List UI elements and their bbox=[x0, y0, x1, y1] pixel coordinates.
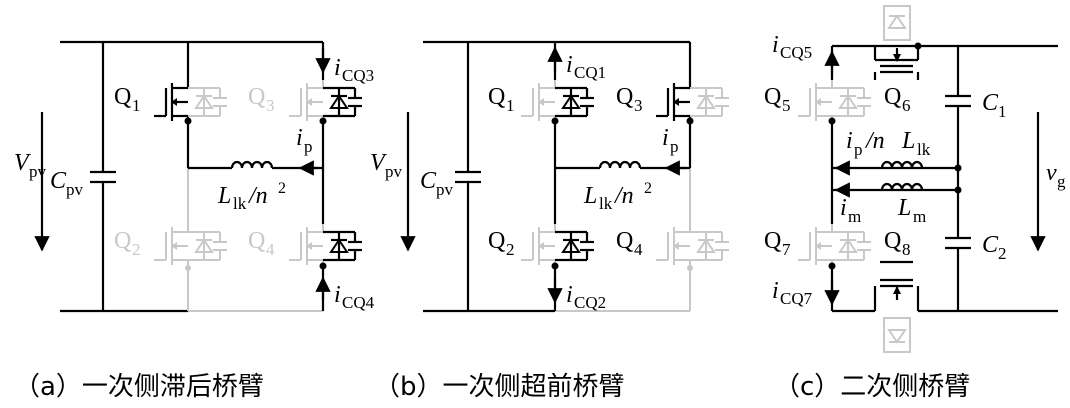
q3-sub: 3 bbox=[266, 96, 275, 115]
q1-label-b: Q bbox=[488, 84, 505, 110]
vg-label: v bbox=[1046, 160, 1057, 186]
icq4-sub: CQ4 bbox=[342, 293, 375, 312]
icq2-sub: CQ2 bbox=[574, 293, 606, 312]
icq3-label: i bbox=[334, 55, 341, 81]
c-pv-sub-b: pv bbox=[436, 180, 454, 199]
ip-label-b: i bbox=[662, 125, 669, 151]
im-label: i bbox=[840, 195, 847, 221]
c-pv-label-b: C bbox=[420, 168, 437, 194]
q6-label: Q bbox=[884, 84, 901, 110]
icq5-label: i bbox=[772, 32, 779, 58]
caption-a: （a）一次侧滞后桥臂 bbox=[14, 372, 264, 402]
q5-sub: 5 bbox=[782, 96, 791, 115]
q2-label: Q bbox=[114, 228, 131, 254]
panel-a-labels: V pv C pv Q 1 Q 2 Q 3 Q 4 i CQ3 i CQ4 i … bbox=[14, 55, 375, 312]
llk-sub: lk bbox=[233, 194, 247, 213]
llk-label-c: L bbox=[901, 128, 915, 154]
q4-sub: 4 bbox=[266, 240, 275, 259]
q3-label: Q bbox=[248, 84, 265, 110]
icq4-label: i bbox=[334, 282, 341, 308]
caption-b: （b）一次侧超前桥臂 bbox=[374, 372, 625, 402]
llk-sup: 2 bbox=[278, 180, 286, 197]
icq1-label: i bbox=[566, 52, 573, 78]
icq2-label: i bbox=[566, 282, 573, 308]
icq7-label: i bbox=[772, 278, 779, 304]
ip-sub: p bbox=[304, 137, 313, 156]
panel-c bbox=[797, 5, 1058, 353]
q3-label-b: Q bbox=[616, 84, 633, 110]
c1-label: C bbox=[982, 90, 999, 116]
im-sub: m bbox=[848, 207, 861, 226]
llk-tail-b: /n bbox=[613, 183, 634, 209]
vg-sub: g bbox=[1057, 172, 1066, 191]
lm-label: L bbox=[897, 195, 911, 221]
q2-sub-b: 2 bbox=[506, 240, 515, 259]
icq5-sub: CQ5 bbox=[780, 43, 812, 62]
v-pv-sub-b: pv bbox=[385, 162, 403, 181]
q8-label: Q bbox=[884, 228, 901, 254]
c2-sub: 2 bbox=[998, 244, 1007, 263]
q3-sub-b: 3 bbox=[634, 96, 643, 115]
llk-sub-b: lk bbox=[599, 194, 613, 213]
llk-label-b: L bbox=[583, 183, 597, 209]
q4-label-b: Q bbox=[616, 228, 633, 254]
q8-sub: 8 bbox=[902, 240, 911, 259]
q2-sub: 2 bbox=[132, 240, 141, 259]
ip-label: i bbox=[296, 125, 303, 151]
c2-label: C bbox=[982, 232, 999, 258]
panel-a bbox=[34, 40, 364, 313]
q5-label: Q bbox=[764, 84, 781, 110]
q1-label: Q bbox=[114, 84, 131, 110]
q6-sub: 6 bbox=[902, 96, 911, 115]
ip-sub-b: p bbox=[670, 137, 679, 156]
llk-sup-b: 2 bbox=[644, 180, 652, 197]
panel-b bbox=[400, 40, 730, 313]
icq3-sub: CQ3 bbox=[342, 66, 374, 85]
lm-sub: m bbox=[913, 207, 926, 226]
q4-label: Q bbox=[248, 228, 265, 254]
q1-sub: 1 bbox=[132, 96, 141, 115]
panel-b-labels: V pv C pv Q 1 Q 2 Q 3 Q 4 i CQ1 i CQ2 i … bbox=[370, 52, 679, 312]
ipn-label: i bbox=[846, 128, 853, 154]
llk-label: L bbox=[217, 183, 231, 209]
panel-c-labels: i CQ5 i CQ7 Q 5 Q 6 Q 7 Q 8 C 1 C 2 i p … bbox=[764, 32, 1066, 308]
ipn-tail: /n bbox=[864, 128, 885, 154]
c-pv-label: C bbox=[50, 168, 67, 194]
ipn-sub: p bbox=[854, 140, 863, 159]
v-pv-label: V bbox=[14, 150, 31, 176]
q7-sub: 7 bbox=[782, 240, 791, 259]
q2-label-b: Q bbox=[488, 228, 505, 254]
icq1-sub: CQ1 bbox=[574, 63, 606, 82]
caption-c: （c）二次侧桥臂 bbox=[774, 372, 970, 402]
v-pv-label-b: V bbox=[370, 150, 387, 176]
llk-sub-c: lk bbox=[917, 140, 931, 159]
icq7-sub: CQ7 bbox=[780, 289, 813, 308]
v-pv-sub: pv bbox=[29, 162, 47, 181]
llk-tail: /n bbox=[247, 183, 268, 209]
c-pv-sub: pv bbox=[66, 180, 84, 199]
c1-sub: 1 bbox=[998, 102, 1007, 121]
q1-sub-b: 1 bbox=[506, 96, 515, 115]
q4-sub-b: 4 bbox=[634, 240, 643, 259]
q7-label: Q bbox=[764, 228, 781, 254]
